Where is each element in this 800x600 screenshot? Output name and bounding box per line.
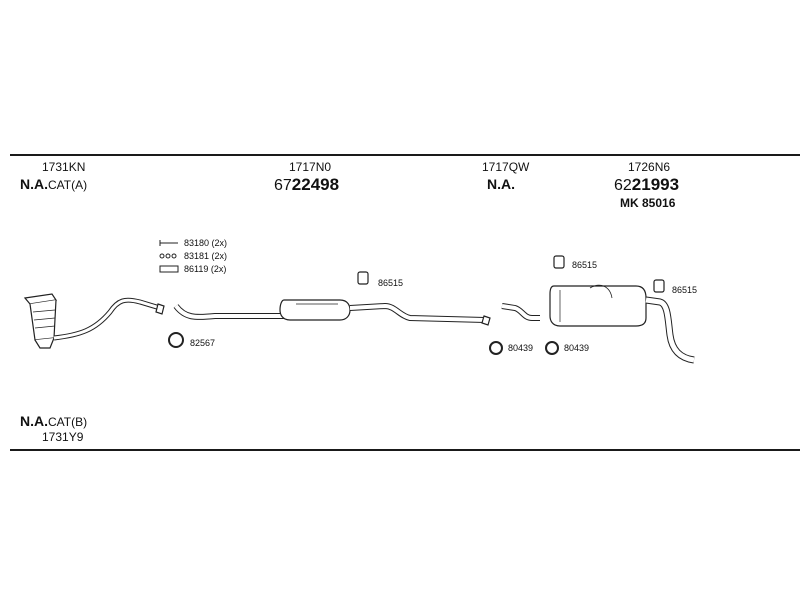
hardware-label-1: 83180 (2x) xyxy=(184,238,227,248)
intermediate-pipe-drawing xyxy=(501,303,540,321)
hardware-code: 86119 xyxy=(184,264,209,274)
part-number-intermediate-pipe: 1717QW xyxy=(482,160,530,174)
rear-silencer-drawing xyxy=(549,284,695,364)
clamp-front-label: 82567 xyxy=(190,338,216,348)
availability-variant: CAT(B) xyxy=(48,415,88,429)
hardware-qty: (2x) xyxy=(211,238,228,248)
reference-prefix: 67 xyxy=(274,177,292,194)
mount-mid-label: 86515 xyxy=(378,278,404,288)
part-number-middle-silencer: 1717N0 xyxy=(289,160,332,174)
clamp-b xyxy=(545,341,559,355)
hardware-qty: (2x) xyxy=(210,264,227,274)
clamp-front xyxy=(168,332,184,348)
availability-label: N.A. xyxy=(20,176,48,192)
availability-catalyst-b: N.A.CAT(B) xyxy=(20,413,87,429)
reference-rear-silencer: 6221993 xyxy=(614,175,679,195)
hardware-code: 83181 xyxy=(184,251,210,261)
mounting-kit-number: MK 85016 xyxy=(620,196,676,210)
part-number-downpipe: 1731KN xyxy=(42,160,86,174)
availability-variant: CAT(A) xyxy=(48,178,88,192)
reference-middle-silencer: 6722498 xyxy=(274,175,339,195)
availability-downpipe: N.A.CAT(A) xyxy=(20,176,87,192)
middle-silencer-drawing xyxy=(173,299,491,326)
hardware-label-3: 86119 (2x) xyxy=(184,264,226,274)
reference-main: 21993 xyxy=(631,175,680,194)
rubber-mount-rear-right xyxy=(653,279,665,293)
hardware-icons xyxy=(159,240,179,273)
availability-intermediate-pipe: N.A. xyxy=(487,176,515,192)
reference-main: 22498 xyxy=(291,175,340,194)
reference-prefix: 62 xyxy=(614,177,632,194)
mount-rear-left-label: 86515 xyxy=(572,260,598,270)
hardware-label-2: 83181 (2x) xyxy=(184,251,227,261)
top-divider xyxy=(10,154,800,156)
part-number-rear-silencer: 1726N6 xyxy=(628,160,671,174)
availability-label: N.A. xyxy=(20,413,48,429)
rubber-mount-rear-left xyxy=(553,255,565,269)
mount-rear-right-label: 86515 xyxy=(672,285,698,295)
hardware-qty: (2x) xyxy=(211,251,228,261)
hardware-code: 83180 xyxy=(184,238,210,248)
bottom-divider xyxy=(10,449,800,451)
clamp-a xyxy=(489,341,503,355)
part-number-catalyst-b: 1731Y9 xyxy=(42,430,84,444)
clamp-a-label: 80439 xyxy=(508,343,534,353)
rubber-mount-mid xyxy=(357,271,369,285)
catalyst-downpipe-drawing xyxy=(23,293,165,349)
clamp-b-label: 80439 xyxy=(564,343,590,353)
